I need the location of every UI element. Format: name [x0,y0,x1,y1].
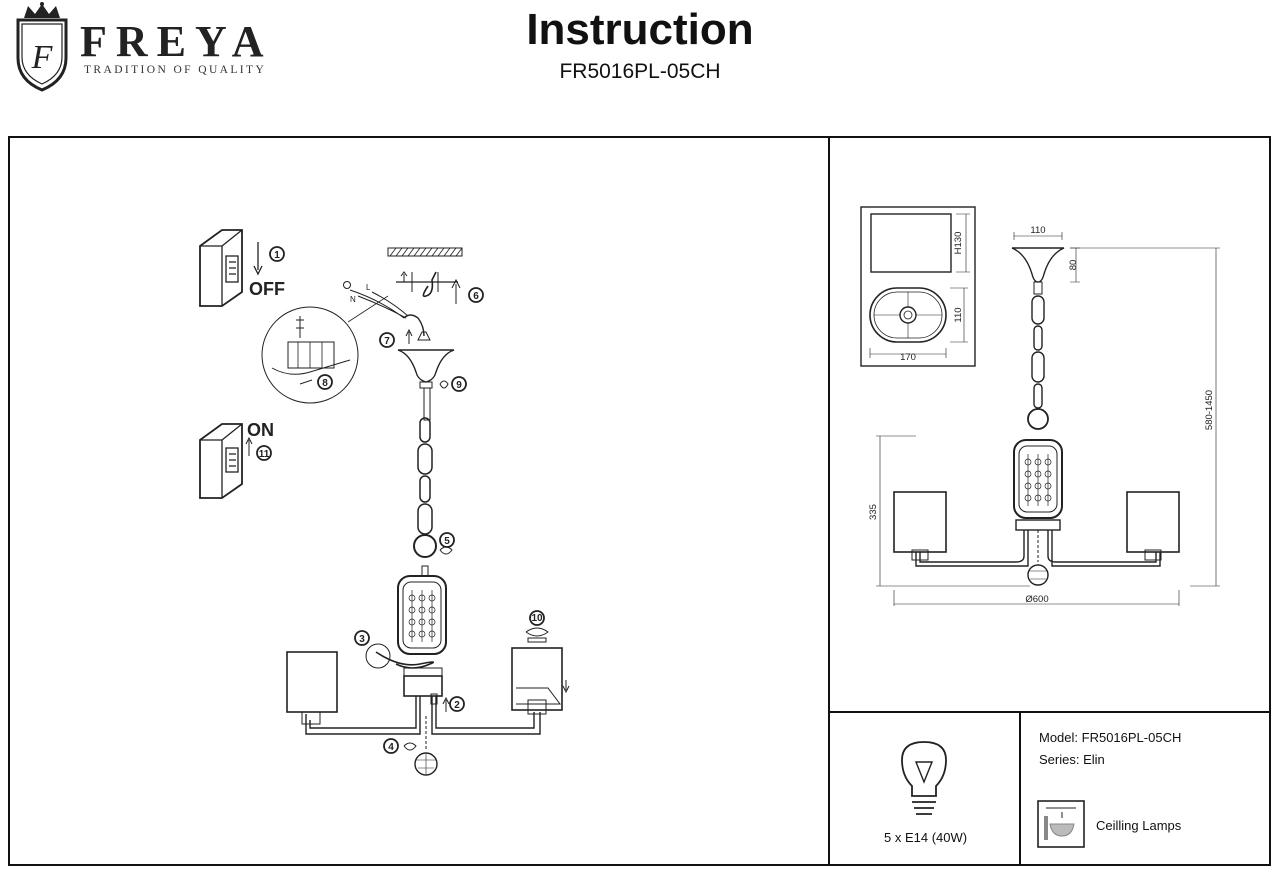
ceiling-hatch [387,247,463,257]
svg-text:1: 1 [274,250,280,261]
step-8-badge [317,374,333,390]
lamp-elevation [876,232,1220,606]
brand-tagline: TRADITION OF QUALITY [84,64,267,76]
dim-diameter: Ø600 [1025,594,1048,605]
hook-icon [422,271,437,298]
svg-text:F: F [31,39,54,76]
arm-right [431,696,541,735]
model-line: Model: FR5016PL-05CH [1039,730,1182,745]
switch-on-icon [199,423,243,499]
dim-shade-width: 170 [900,352,916,363]
step-6-badge [468,287,484,303]
off-label: OFF [249,279,285,299]
svg-text:6: 6 [473,291,479,302]
step-2-badge [449,696,465,712]
divider-horizontal [828,711,1271,713]
svg-text:7: 7 [384,336,390,347]
svg-text:5: 5 [444,536,450,547]
svg-text:3: 3 [359,634,365,645]
dim-canopy-width: 110 [1030,225,1045,236]
step-1-badge [269,246,285,262]
ground-icon [343,281,351,289]
series-line: Series: Elin [1039,752,1105,767]
step-11-badge [256,445,272,461]
arrow-head-icon [253,265,263,276]
wiring-zoom [261,295,389,404]
dim-shade-height: H130 [953,232,964,255]
lamp-spec: 5 x E14 (40W) [884,830,968,845]
brand-logo: F [8,2,288,94]
brand-name: FREYA [80,17,273,66]
bulb-icon [901,741,947,815]
step-5-badge [439,532,455,548]
dim-shade-depth: 110 [953,307,964,322]
shade-left [286,651,338,713]
switch-off-icon [199,229,243,307]
dim-arm-height: 335 [868,504,879,520]
crest-icon: F [16,2,68,92]
model-heading: FR5016PL-05CH [559,60,721,83]
canopy [397,349,455,421]
svg-text:10: 10 [531,613,543,624]
dim-canopy-height: 80 [1068,260,1079,271]
dim-total-height: 580-1450 [1204,390,1215,430]
svg-text:11: 11 [259,449,270,460]
lamp-body [397,565,447,697]
step-9-badge [451,376,467,392]
svg-text:2: 2 [454,700,460,711]
divider-vertical [828,136,830,866]
svg-text:L: L [366,283,371,292]
step-7-badge [379,332,395,348]
svg-text:9: 9 [456,380,462,391]
svg-text:8: 8 [322,378,328,389]
ceiling-lamp-icon [1037,800,1085,848]
type-label: Ceilling Lamps [1096,818,1182,833]
chain [413,417,437,558]
step-3-badge [354,630,370,646]
divider-info [1019,711,1021,866]
step-10-badge [529,610,545,626]
page-title: Instruction [526,5,754,54]
instruction-frame [8,136,1271,866]
shade-right [511,647,563,715]
shade-detail-box [860,206,976,367]
on-label: ON [247,420,274,440]
step-4-badge [383,738,399,754]
svg-text:N: N [350,295,356,304]
arm-left [305,696,421,735]
crystal-icon [414,752,438,776]
svg-text:4: 4 [388,742,394,753]
